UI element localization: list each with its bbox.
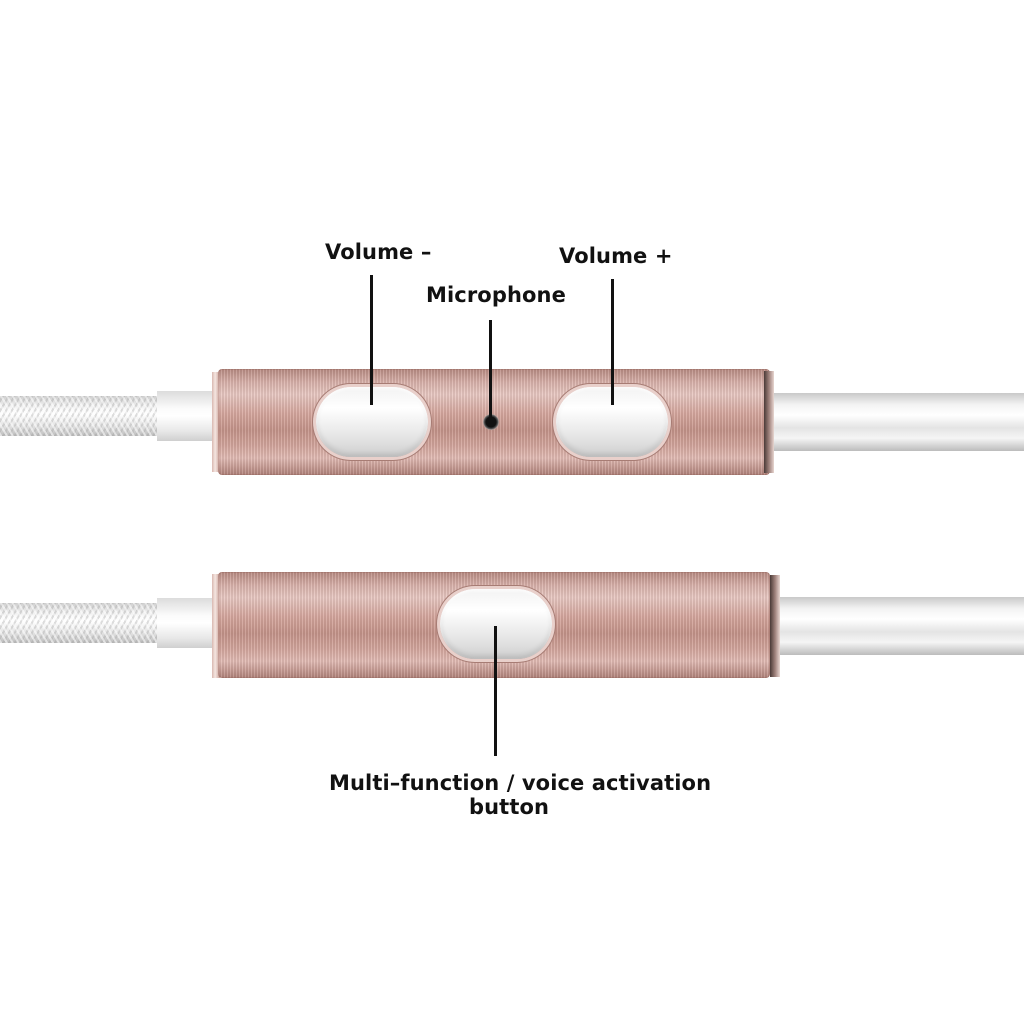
cable-collar-top — [157, 391, 217, 441]
label-multi-function-line2: button — [469, 795, 550, 819]
label-multi-function-line1: Multi–function / voice activation — [329, 771, 712, 795]
leader-line-volume-minus — [370, 275, 373, 405]
braided-cable-left-top — [0, 396, 160, 436]
leader-line-microphone — [489, 320, 492, 424]
cable-right-top — [770, 393, 1024, 451]
end-ring-left-top — [212, 372, 220, 472]
braided-cable-left-bottom — [0, 603, 160, 643]
label-volume-plus: Volume + — [559, 244, 673, 268]
end-ring-right-top — [764, 371, 774, 473]
end-ring-left-bottom — [212, 574, 220, 678]
end-ring-right-bottom — [770, 575, 780, 677]
label-volume-minus: Volume – — [325, 240, 432, 264]
leader-line-multi-function — [494, 626, 497, 756]
label-microphone: Microphone — [426, 283, 566, 307]
leader-line-volume-plus — [611, 279, 614, 405]
cable-right-bottom — [770, 597, 1024, 655]
cable-collar-bottom — [157, 598, 217, 648]
